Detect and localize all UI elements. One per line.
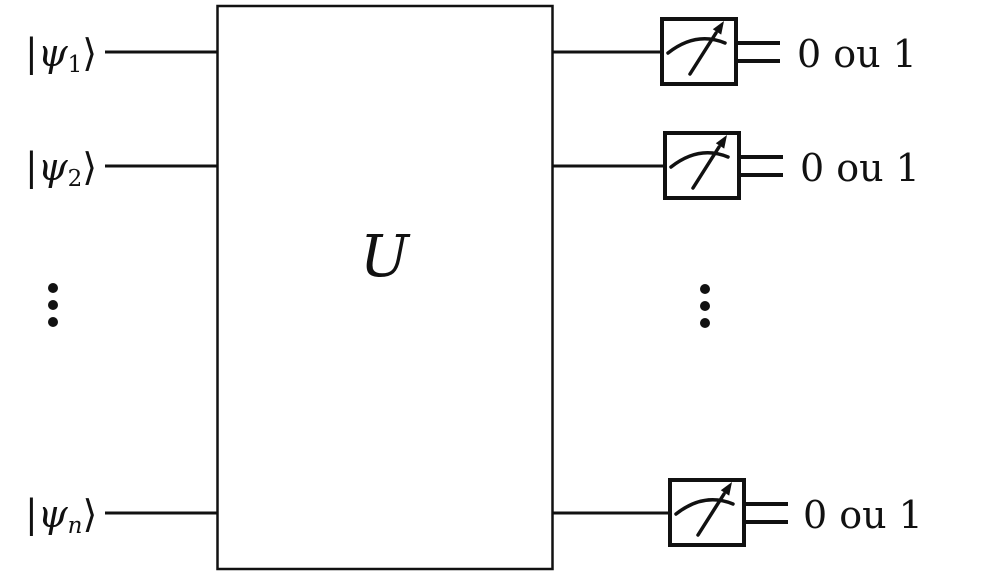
psi-symbol: ψ xyxy=(37,145,68,189)
measurement-result-label-n: 0 ou 1 xyxy=(803,493,923,537)
meter-icon xyxy=(668,478,746,547)
input-state-label-n: |ψn⟩ xyxy=(25,491,98,539)
ket-subscript: n xyxy=(67,513,83,539)
dot xyxy=(48,317,58,327)
ket-bar: | xyxy=(25,145,38,189)
ket-subscript: 1 xyxy=(67,52,83,78)
ket-angle: ⟩ xyxy=(82,492,98,536)
input-state-label-2: |ψ2⟩ xyxy=(25,144,98,192)
ket-bar: | xyxy=(25,492,38,536)
input-state-label-1: |ψ1⟩ xyxy=(25,30,98,78)
ket-angle: ⟩ xyxy=(82,145,98,189)
meter-icon xyxy=(663,131,741,200)
vertical-dots-icon xyxy=(700,284,710,328)
dot xyxy=(700,301,710,311)
unitary-gate-label: U xyxy=(360,222,409,290)
vertical-dots-icon xyxy=(48,283,58,327)
dot xyxy=(48,283,58,293)
ket-bar: | xyxy=(25,31,38,75)
dot xyxy=(48,300,58,310)
meter-icon xyxy=(660,17,738,86)
measurement-result-label-2: 0 ou 1 xyxy=(800,146,920,190)
psi-symbol: ψ xyxy=(37,492,68,536)
measurement-result-label-1: 0 ou 1 xyxy=(797,32,917,76)
ket-angle: ⟩ xyxy=(82,31,98,75)
psi-symbol: ψ xyxy=(37,31,68,75)
dot xyxy=(700,284,710,294)
ket-subscript: 2 xyxy=(67,166,83,192)
unitary-gate-box xyxy=(216,4,554,571)
dot xyxy=(700,318,710,328)
